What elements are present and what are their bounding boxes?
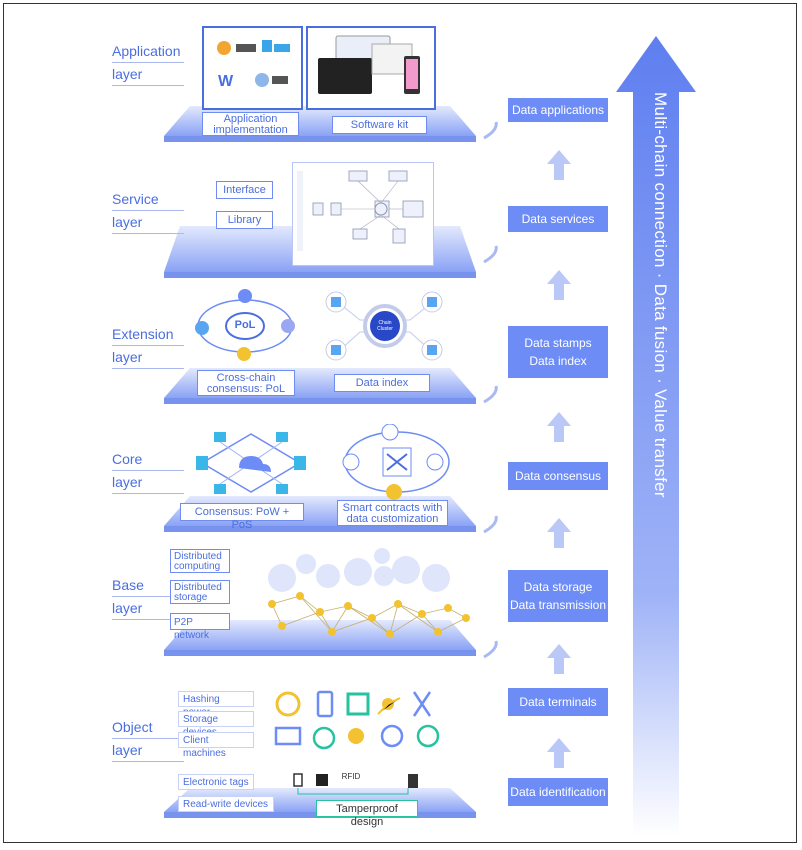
p2p-network-icon xyxy=(268,548,470,638)
distributed-computing-box: Distributed computing xyxy=(170,549,230,573)
smart-contracts-box: Smart contracts with data customization xyxy=(337,500,448,526)
return-arrow-icons xyxy=(483,121,498,659)
software-screens-panel xyxy=(306,26,436,110)
app-logos-panel: W xyxy=(202,26,303,110)
architecture-diagram-icon xyxy=(297,170,424,251)
data-index-box: Data index xyxy=(334,374,430,392)
application-implementation-box: Application implementation xyxy=(202,112,299,136)
tamperproof-design-box: Tamperproof design xyxy=(316,800,418,828)
hashing-power-box: Hashing power xyxy=(178,691,254,718)
chain-cluster-icon xyxy=(325,291,443,361)
data-applications-box: Data applications xyxy=(508,98,608,122)
data-services-box: Data services xyxy=(508,206,608,232)
diagram-frame xyxy=(3,3,797,843)
pow-pos-network-icon xyxy=(196,432,306,494)
pol-label: PoL xyxy=(234,319,256,331)
storage-devices-box: Storage devices xyxy=(178,711,254,738)
object-devices-icon xyxy=(274,690,440,750)
svg-text:W: W xyxy=(218,73,234,90)
rfid-label: RFID xyxy=(341,772,361,781)
rfid-devices-icon xyxy=(293,773,418,795)
pol-orbit-icon xyxy=(195,289,295,361)
service-architecture-panel xyxy=(292,162,434,266)
distributed-storage-box: Distributed storage xyxy=(170,580,230,604)
interface-box: Interface xyxy=(216,181,273,199)
consensus-pow-pos-box: Consensus: PoW + PoS xyxy=(180,503,304,531)
chain-cluster-label: Chain Cluster xyxy=(377,320,393,332)
devices-icon xyxy=(318,35,420,94)
read-write-devices-box: Read-write devices xyxy=(178,796,274,812)
data-consensus-box: Data consensus xyxy=(508,462,608,490)
client-machines-box: Client machines xyxy=(178,732,254,759)
banner-text: Multi-chain connection · Data fusion · V… xyxy=(651,92,670,498)
library-box: Library xyxy=(216,211,273,229)
data-terminals-box: Data terminals xyxy=(508,688,608,716)
big-up-arrow xyxy=(616,36,696,836)
electronic-tags-box: Electronic tags xyxy=(178,774,254,790)
up-arrow-icons xyxy=(547,150,571,768)
app-logos-icon: W xyxy=(217,40,290,90)
cross-chain-consensus-box: Cross-chain consensus: PoL xyxy=(197,370,295,396)
data-identification-box: Data identification xyxy=(508,778,608,806)
smart-contract-icon xyxy=(342,424,450,500)
p2p-network-box: P2P network xyxy=(170,613,230,641)
software-kit-box: Software kit xyxy=(332,116,427,134)
